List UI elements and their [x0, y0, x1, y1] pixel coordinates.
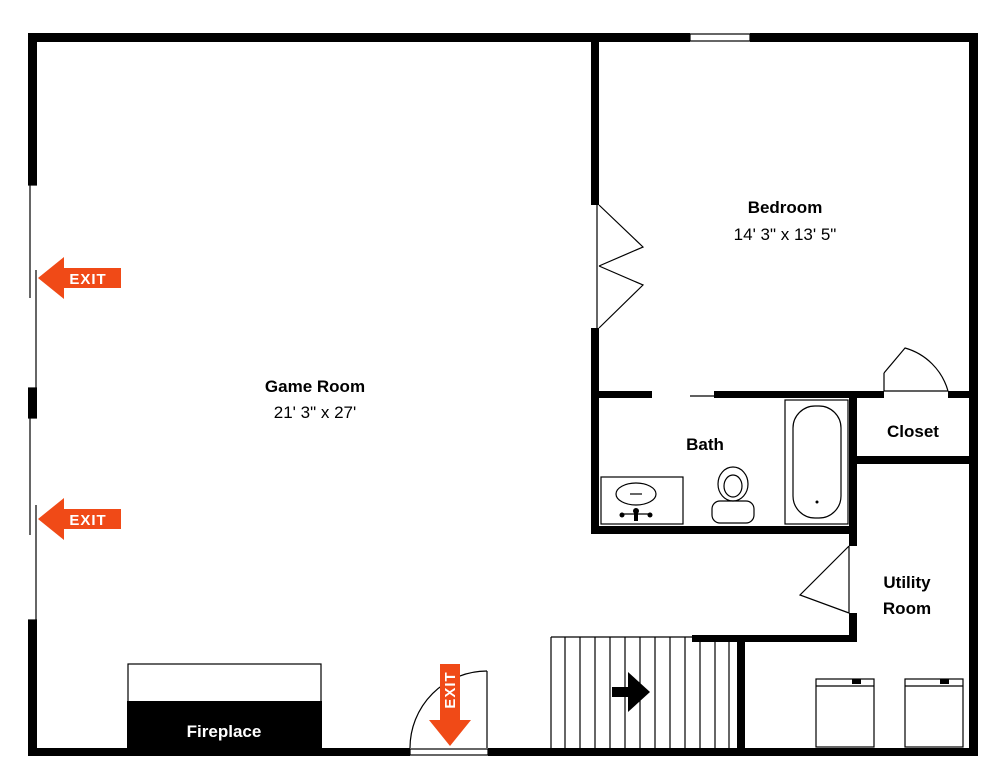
sliding-door-left-upper — [28, 184, 37, 389]
exit-label-entry: EXIT — [442, 671, 459, 708]
bedroom-dimensions: 14' 3" x 13' 5" — [734, 225, 837, 244]
stairs-direction-arrow-icon — [612, 672, 650, 712]
entry-door — [409, 670, 489, 756]
exit-label-lower: EXIT — [69, 512, 106, 529]
exit-marker-lower: EXIT — [38, 498, 121, 540]
fireplace: Fireplace — [127, 663, 322, 750]
bath-label: Bath — [686, 435, 724, 454]
washer — [815, 678, 875, 748]
interior-walls — [591, 33, 978, 756]
bedroom-label: Bedroom — [748, 198, 823, 217]
fireplace-label: Fireplace — [187, 722, 262, 741]
window-top — [689, 33, 751, 42]
exit-label-upper: EXIT — [69, 271, 106, 288]
stairs — [550, 636, 730, 748]
utility-door — [798, 545, 857, 614]
sliding-door-left-lower — [28, 417, 37, 621]
game-room-label: Game Room — [265, 377, 365, 396]
sink-vanity — [600, 476, 684, 525]
dryer — [904, 678, 964, 748]
bedroom-bifold-doors — [591, 204, 645, 329]
closet-door — [883, 347, 949, 398]
game-room-dimensions: 21' 3" x 27' — [274, 403, 356, 422]
utility-room-label-line1: Utility — [883, 573, 931, 592]
utility-room-label-line2: Room — [883, 599, 931, 618]
closet-label: Closet — [887, 422, 939, 441]
exit-marker-entry: EXIT — [429, 664, 471, 746]
toilet — [711, 466, 755, 524]
bathtub — [784, 399, 849, 525]
exit-marker-upper: EXIT — [38, 257, 121, 299]
